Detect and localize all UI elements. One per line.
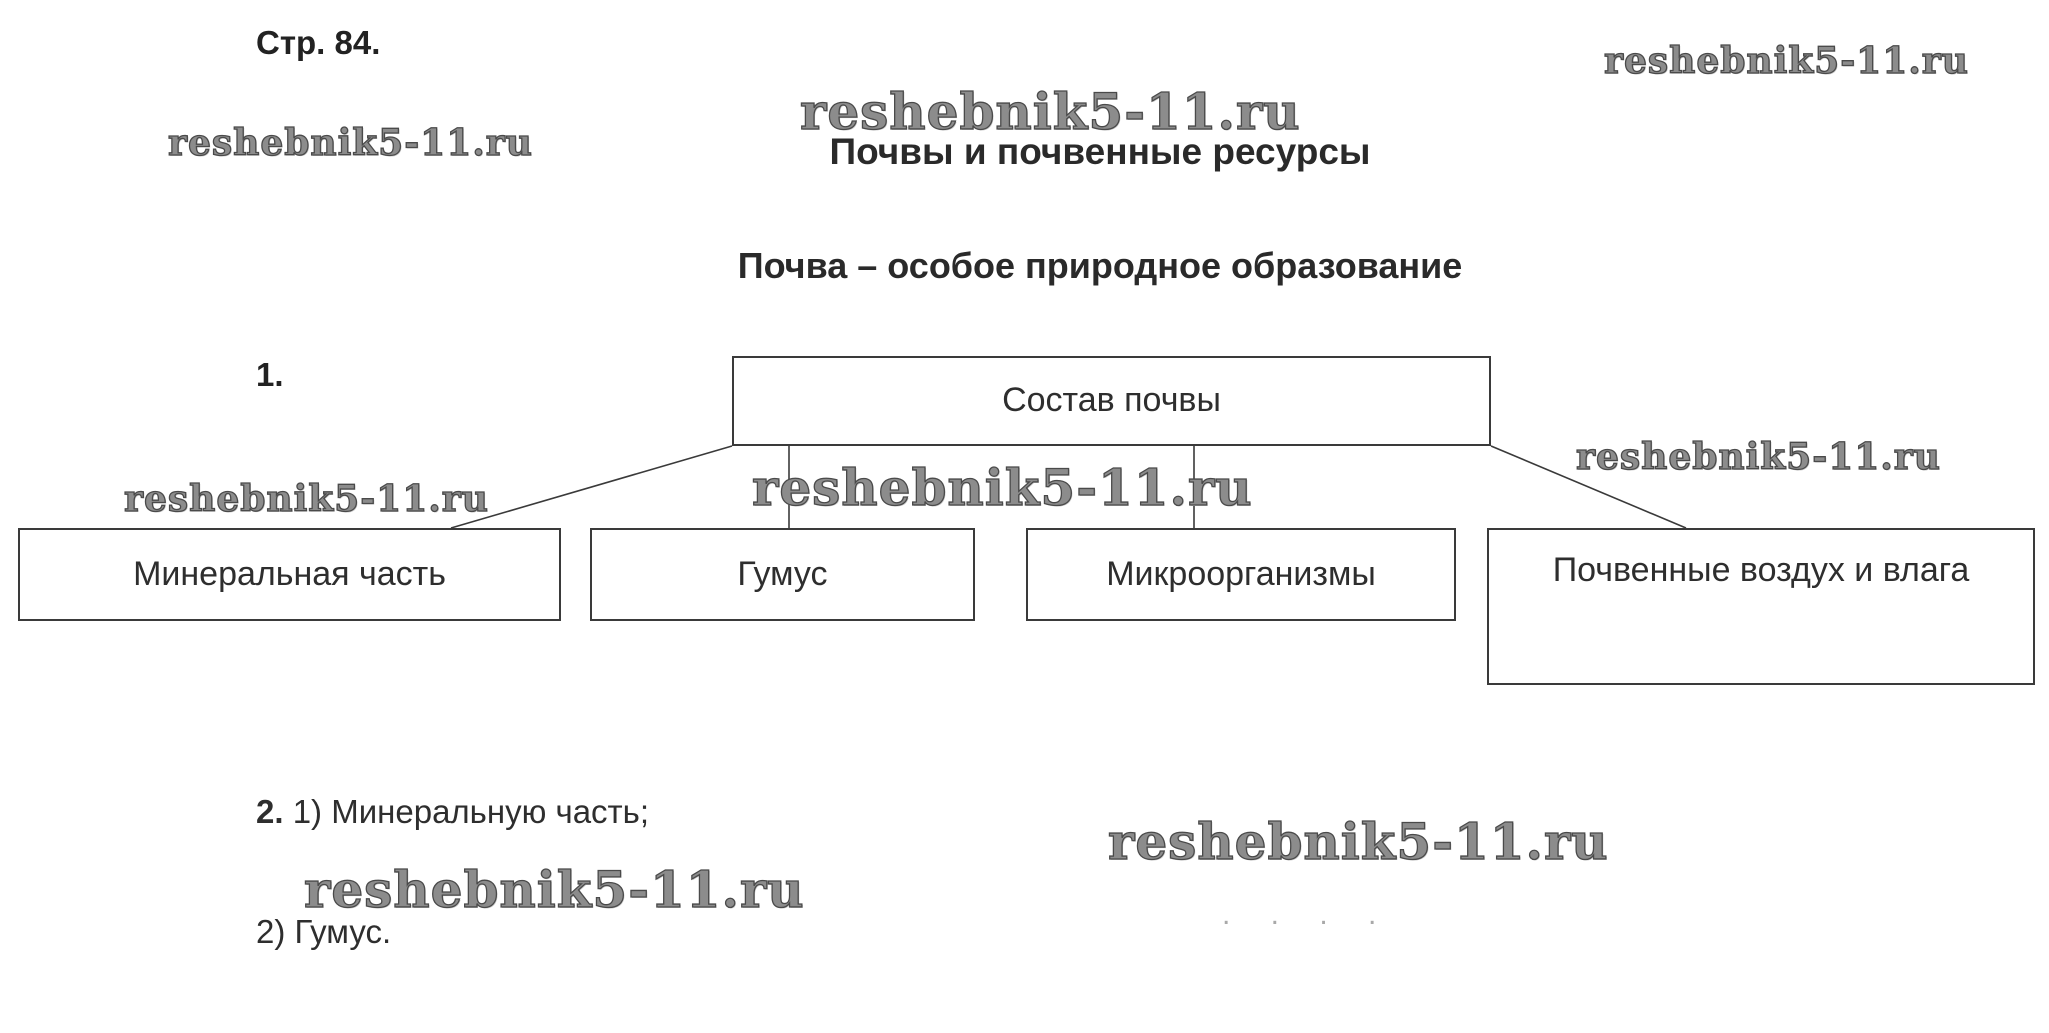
watermark-top-right: reshebnik5-11.ru <box>1603 39 1969 82</box>
watermark-mid-left: reshebnik5-11.ru <box>123 477 489 520</box>
watermark-mid-right: reshebnik5-11.ru <box>1575 435 1941 478</box>
diagram-child-box: Почвенные воздух и влага <box>1487 528 2035 685</box>
watermark-bottom-left: reshebnik5-11.ru <box>303 859 805 919</box>
faint-dots: . . . . <box>1222 898 1393 931</box>
page-number-label: Стр. 84. <box>256 24 381 61</box>
diagram-root-box: Состав почвы <box>732 356 1491 446</box>
diagram-child-box: Микроорганизмы <box>1026 528 1456 621</box>
task2-number: 2. <box>256 793 284 830</box>
diagram-child-box: Гумус <box>590 528 975 621</box>
task2-answer1-text: 1) Минеральную часть; <box>292 793 650 830</box>
task2-answer-line2: 2) Гумус. <box>256 913 392 950</box>
watermark-mid-center: reshebnik5-11.ru <box>751 457 1253 517</box>
page-subtitle: Почва – особое природное образование <box>737 245 1463 286</box>
watermark-top-left: reshebnik5-11.ru <box>167 121 533 164</box>
page-title: Почвы и почвенные ресурсы <box>829 131 1371 172</box>
watermark-bottom-right: reshebnik5-11.ru <box>1107 811 1609 871</box>
watermark-top-center: reshebnik5-11.ru <box>799 81 1301 141</box>
task2-answer-line1: 2. 1) Минеральную часть; <box>256 793 649 831</box>
task1-number: 1. <box>256 356 284 393</box>
connector-line <box>450 445 733 529</box>
diagram-child-box: Минеральная часть <box>18 528 561 621</box>
